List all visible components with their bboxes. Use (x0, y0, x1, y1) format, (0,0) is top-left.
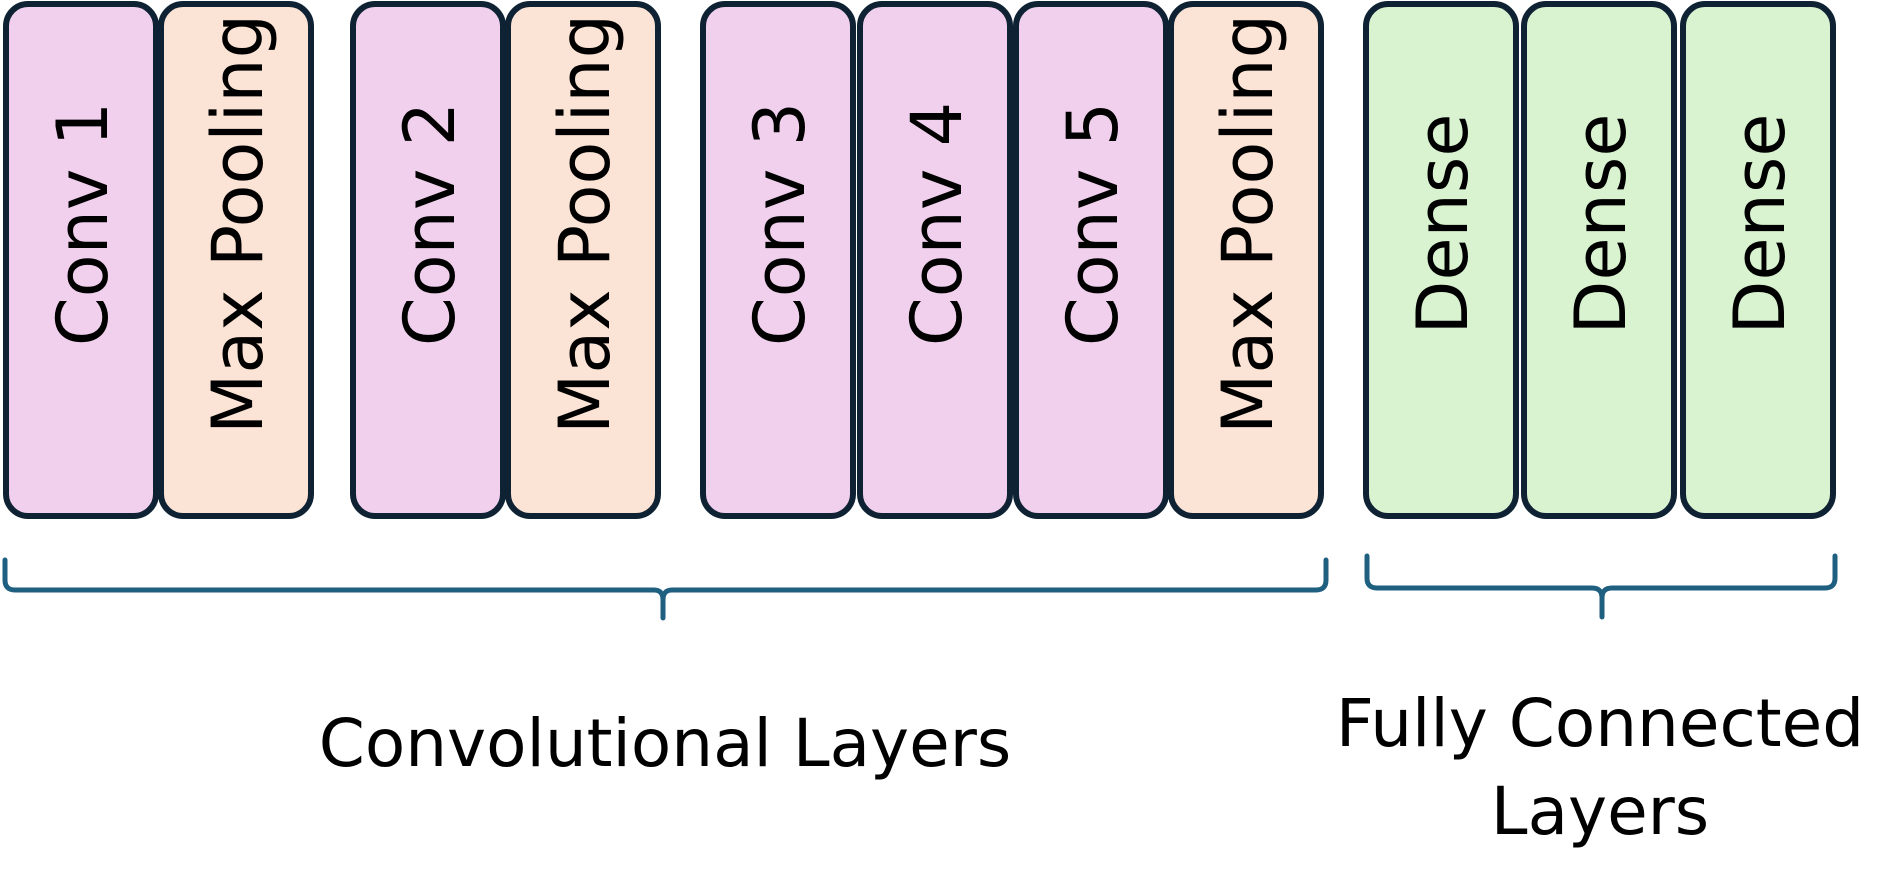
convolutional-layers-label: Convolutional Layers (250, 700, 1080, 788)
layer-label: Max Pooling (544, 14, 626, 434)
layer-block-pool (1168, 1, 1324, 519)
layer-label: Conv 1 (42, 102, 124, 346)
layer-label: Conv 3 (739, 102, 821, 346)
layer-block-conv (1013, 1, 1169, 519)
layer-block-dense (1521, 1, 1677, 519)
layer-label: Conv 5 (1052, 102, 1134, 346)
fully-connected-layers-label: Fully Connected Layers (1320, 680, 1880, 856)
fully-connected-layers-line1: Fully Connected (1335, 685, 1865, 762)
layer-block-pool (505, 1, 661, 519)
layer-label: Dense (1560, 114, 1642, 335)
layer-blocks: Conv 1 Max Pooling Conv 2 Max Pooling Conv 3… (3, 1, 1836, 519)
layer-label: Max Pooling (1207, 14, 1289, 434)
layer-label: Dense (1402, 114, 1484, 335)
layer-block-dense (1680, 1, 1836, 519)
layer-block-conv (3, 1, 159, 519)
layer-label: Dense (1719, 114, 1801, 335)
layer-block-conv (700, 1, 856, 519)
layer-label: Conv 4 (896, 102, 978, 346)
layer-label: Conv 2 (389, 102, 471, 346)
fully-connected-layers-line2: Layers (1490, 773, 1710, 850)
layer-block-pool (158, 1, 314, 519)
layer-block-dense (1363, 1, 1519, 519)
fully-connected-layers-brace (1364, 553, 1838, 620)
convolutional-layers-text: Convolutional Layers (318, 705, 1012, 782)
convolutional-layers-brace (2, 557, 1329, 621)
layer-block-conv (857, 1, 1013, 519)
layer-block-conv (350, 1, 506, 519)
layer-label: Max Pooling (197, 14, 279, 434)
